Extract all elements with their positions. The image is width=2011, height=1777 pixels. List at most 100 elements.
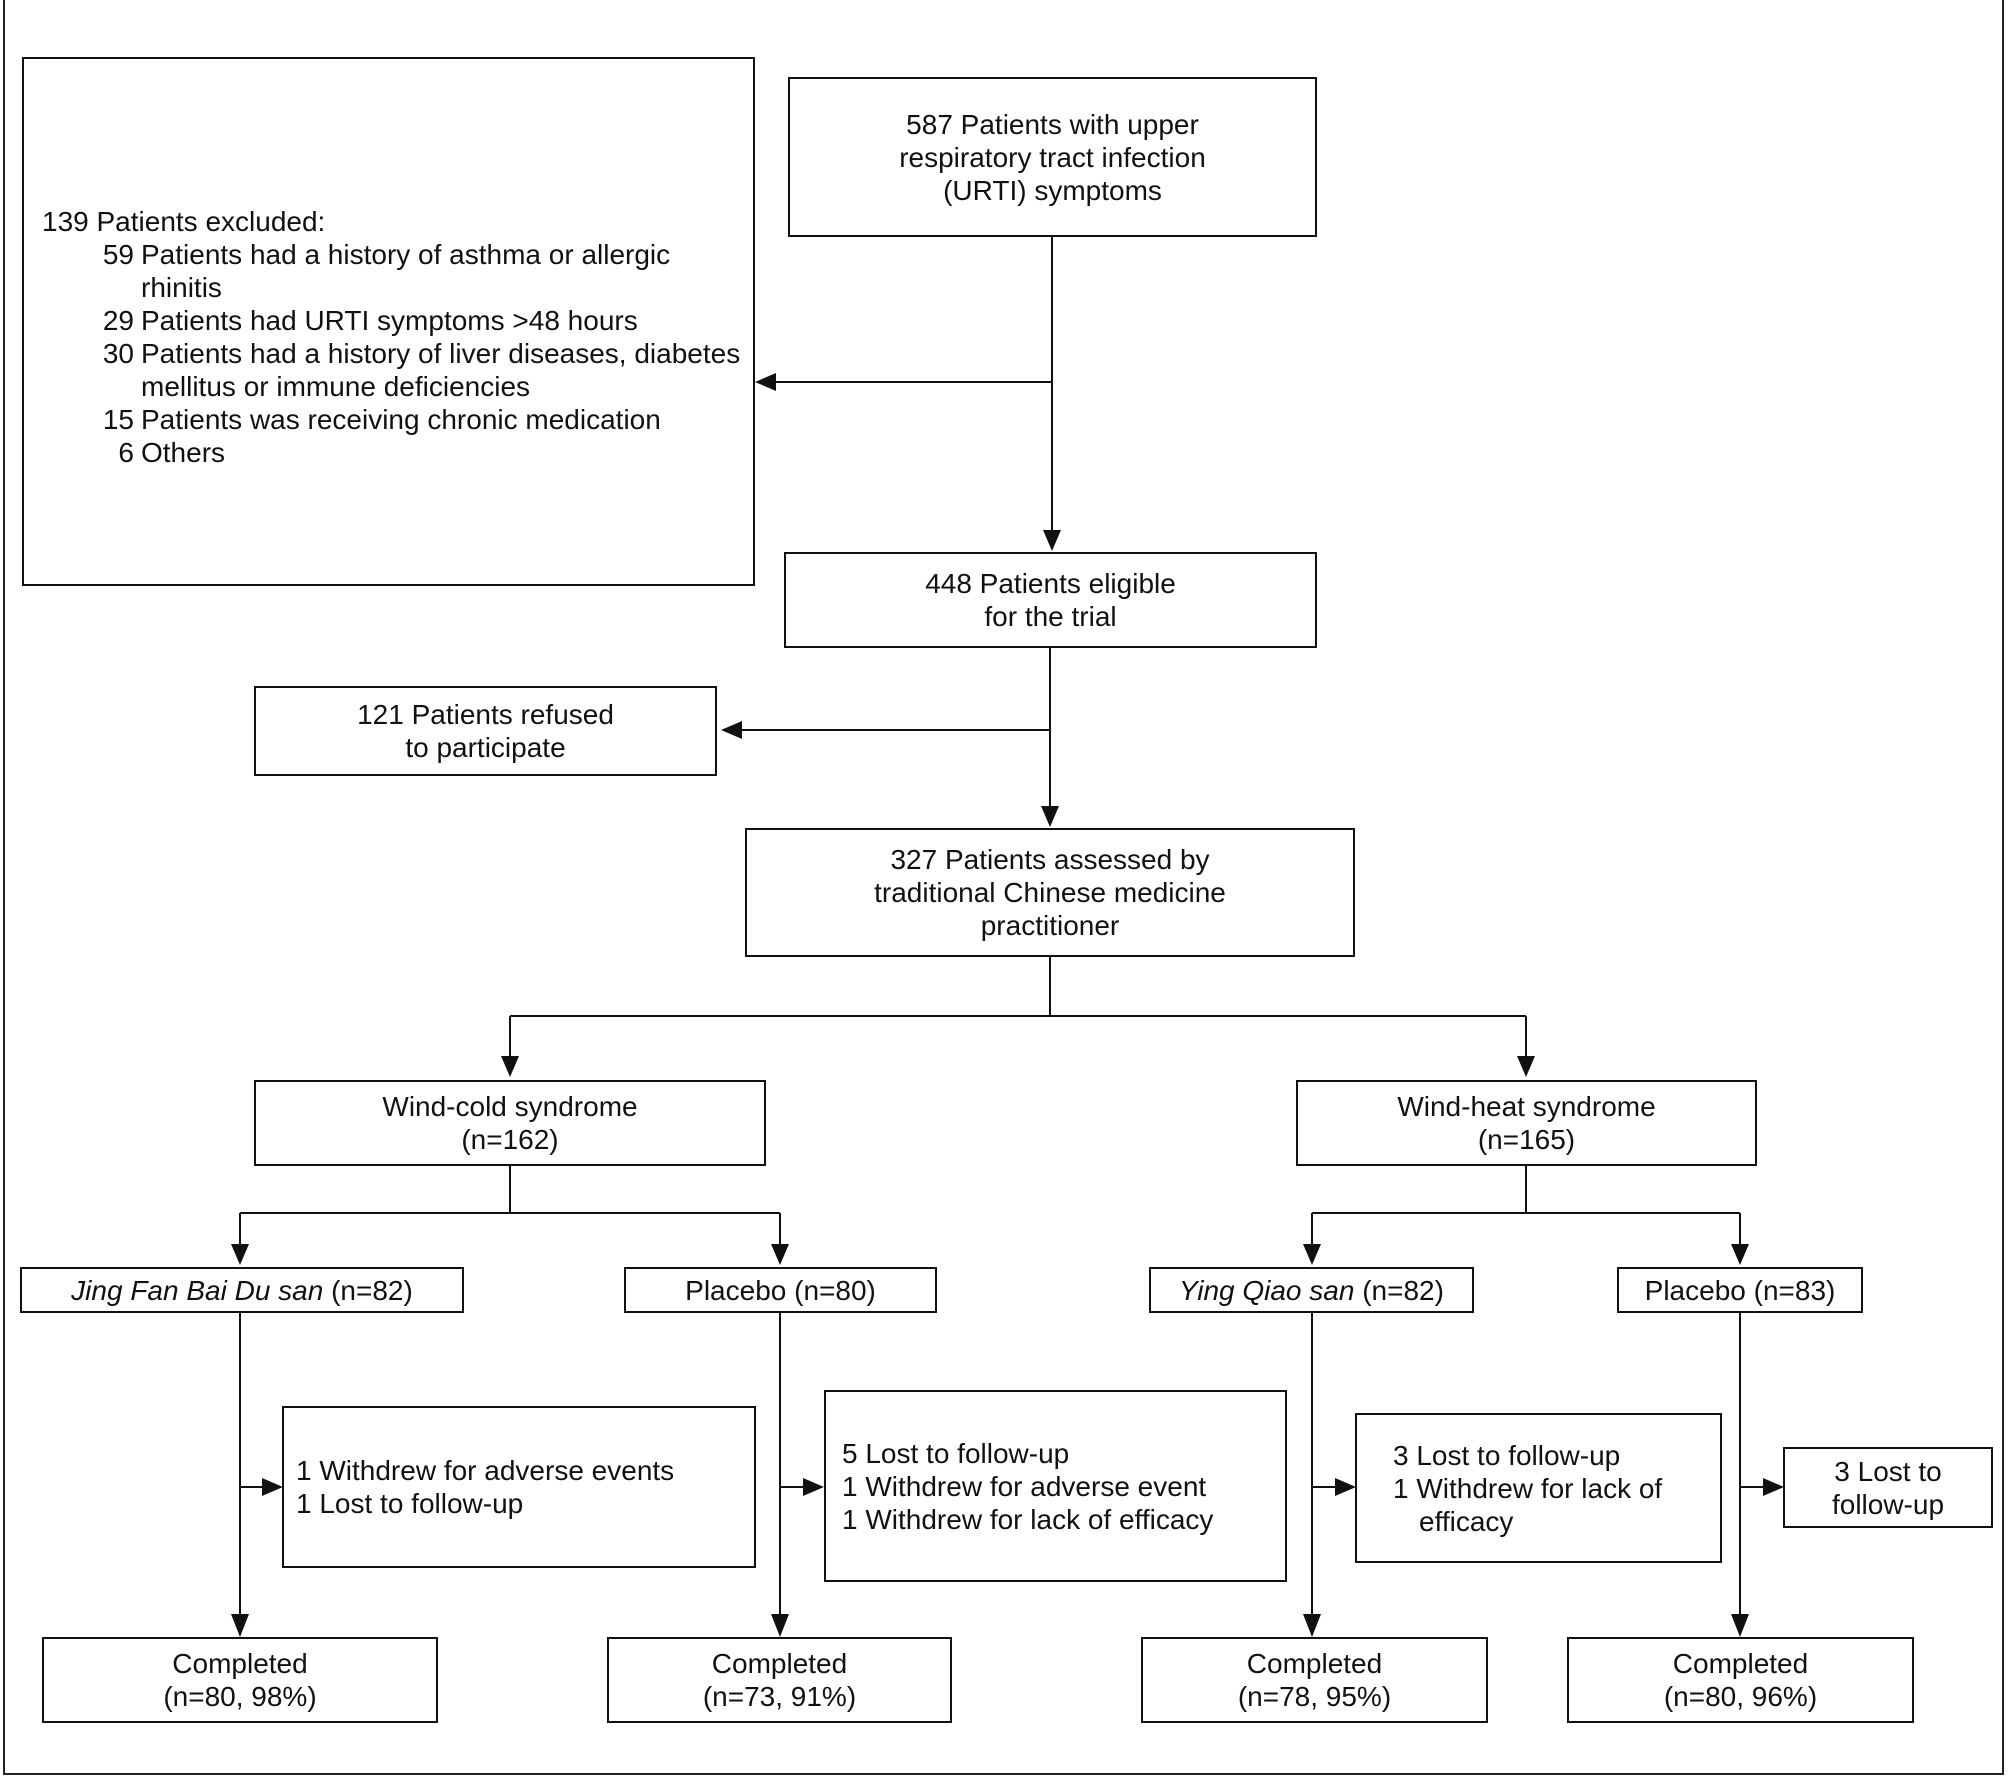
dropout-line: 1 Withdrew for adverse events xyxy=(296,1455,675,1486)
completed-line: (n=73, 91%) xyxy=(702,1681,857,1712)
completed-line: Completed xyxy=(1246,1648,1383,1679)
arrowhead-refused xyxy=(721,721,742,739)
completed-line: (n=80, 98%) xyxy=(163,1681,317,1712)
screened-line: respiratory tract infection xyxy=(899,141,1206,173)
arm-label: Jing Fan Bai Du san (n=82) xyxy=(71,1274,413,1306)
dropouts-box-arm1: 1 Withdrew for adverse events 1 Lost to … xyxy=(282,1406,756,1568)
arrowhead-completed3 xyxy=(1303,1614,1321,1637)
arrowhead-wind-heat xyxy=(1517,1056,1535,1077)
excluded-item: rhinitis xyxy=(42,271,740,304)
wind-cold-box: Wind-cold syndrome (n=162) xyxy=(254,1080,766,1166)
completed-line: Completed xyxy=(172,1648,308,1679)
dropouts-box-arm2: 5 Lost to follow-up 1 Withdrew for adver… xyxy=(824,1390,1287,1582)
dropouts-box-arm3: 3 Lost to follow-up 1 Withdrew for lack … xyxy=(1355,1413,1722,1563)
arrowhead-dropouts1 xyxy=(262,1478,283,1496)
completed-box-arm2: Completed (n=73, 91%) xyxy=(607,1637,952,1723)
arrowhead-completed1 xyxy=(231,1614,249,1637)
refused-line: 121 Patients refused xyxy=(357,699,614,730)
excluded-reason: Patients had a history of asthma or alle… xyxy=(141,239,671,270)
completed-box-arm1: Completed (n=80, 98%) xyxy=(42,1637,438,1723)
excluded-box xyxy=(22,57,755,586)
arm-box-placebo-cold: Placebo (n=80) xyxy=(624,1267,937,1313)
arrowhead-wind-cold xyxy=(501,1056,519,1077)
excluded-reason: Others xyxy=(141,437,226,468)
dropout-line: 1 Withdrew for lack of xyxy=(1393,1472,1663,1504)
completed-line: Completed xyxy=(711,1648,848,1679)
dropout-line: 1 Lost to follow-up xyxy=(296,1488,524,1519)
dropout-line: 1 Withdrew for lack of efficacy xyxy=(842,1503,1214,1535)
completed-line: (n=78, 95%) xyxy=(1237,1681,1392,1712)
excluded-reason: mellitus or immune deficiencies xyxy=(141,371,531,402)
arrowhead-arm3 xyxy=(1303,1244,1321,1265)
dropout-line: 3 Lost to follow-up xyxy=(1393,1439,1621,1471)
screened-box: 587 Patients with upper respiratory trac… xyxy=(788,77,1317,237)
refused-box: 121 Patients refused to participate xyxy=(254,686,717,776)
arrowhead-completed2 xyxy=(771,1614,789,1637)
arm-box-jing-fan-bai-du-san: Jing Fan Bai Du san (n=82) xyxy=(20,1267,464,1313)
excluded-count: 15 xyxy=(102,404,134,435)
excluded-reason: Patients had a history of liver diseases… xyxy=(141,338,741,369)
arrowhead-dropouts4 xyxy=(1763,1478,1784,1496)
arm-box-placebo-heat: Placebo (n=83) xyxy=(1617,1267,1863,1313)
excluded-item: mellitus or immune deficiencies xyxy=(42,370,740,403)
completed-line: Completed xyxy=(1672,1648,1809,1679)
dropout-line: follow-up xyxy=(1831,1488,1945,1520)
arrowhead-excluded xyxy=(755,373,776,391)
eligible-line: for the trial xyxy=(984,601,1117,632)
screened-line: 587 Patients with upper xyxy=(906,108,1199,140)
arrowhead-arm1 xyxy=(231,1244,249,1265)
dropout-line: 5 Lost to follow-up xyxy=(842,1437,1070,1469)
dropout-line: efficacy xyxy=(1419,1505,1514,1537)
arm-label: Ying Qiao san (n=82) xyxy=(1179,1274,1444,1306)
completed-box-arm3: Completed (n=78, 95%) xyxy=(1141,1637,1488,1723)
refused-line: to participate xyxy=(405,732,566,763)
wind-heat-line: Wind-heat syndrome xyxy=(1397,1091,1656,1122)
excluded-header: 139 Patients excluded: xyxy=(42,206,326,237)
wind-cold-line: (n=162) xyxy=(461,1124,559,1155)
arm-label: Placebo (n=83) xyxy=(1644,1274,1836,1306)
completed-line: (n=80, 96%) xyxy=(1663,1681,1818,1712)
excluded-count: 6 xyxy=(118,437,134,468)
assessed-line: traditional Chinese medicine xyxy=(874,877,1226,908)
arrowhead-arm2 xyxy=(771,1244,789,1265)
excluded-count xyxy=(42,271,134,304)
wind-heat-line: (n=165) xyxy=(1477,1124,1576,1155)
figure-frame xyxy=(3,0,2004,1775)
excluded-reason: Patients had URTI symptoms >48 hours xyxy=(141,305,638,336)
arrowhead-dropouts2 xyxy=(803,1478,824,1496)
assessed-line: practitioner xyxy=(980,910,1120,941)
screened-line: (URTI) symptoms xyxy=(943,174,1162,206)
arrowhead-arm4 xyxy=(1731,1244,1749,1265)
completed-box-arm4: Completed (n=80, 96%) xyxy=(1567,1637,1914,1723)
arrowheads xyxy=(231,373,1784,1637)
excluded-reason: Patients was receiving chronic medicatio… xyxy=(141,404,661,435)
dropout-line: 1 Withdrew for adverse event xyxy=(842,1470,1207,1502)
excluded-reason: rhinitis xyxy=(141,272,222,303)
arm-box-ying-qiao-san: Ying Qiao san (n=82) xyxy=(1149,1267,1474,1313)
assessed-box: 327 Patients assessed by traditional Chi… xyxy=(745,828,1355,957)
excluded-count: 29 xyxy=(102,305,134,336)
excluded-count: 59 xyxy=(102,239,134,270)
excluded-count xyxy=(42,370,134,403)
arrowhead-assessed xyxy=(1041,806,1059,827)
wind-heat-box: Wind-heat syndrome (n=165) xyxy=(1296,1080,1757,1166)
arrowhead-eligible xyxy=(1043,530,1061,551)
dropouts-box-arm4: 3 Lost to follow-up xyxy=(1783,1447,1993,1528)
dropout-line: 3 Lost to xyxy=(1834,1455,1942,1487)
eligible-line: 448 Patients eligible xyxy=(925,568,1176,599)
assessed-line: 327 Patients assessed by xyxy=(890,844,1210,875)
eligible-box: 448 Patients eligible for the trial xyxy=(784,552,1317,648)
arrowhead-completed4 xyxy=(1731,1614,1749,1637)
arrowhead-dropouts3 xyxy=(1335,1478,1356,1496)
wind-cold-line: Wind-cold syndrome xyxy=(382,1091,638,1122)
arm-label: Placebo (n=80) xyxy=(685,1274,876,1306)
excluded-count: 30 xyxy=(102,338,134,369)
